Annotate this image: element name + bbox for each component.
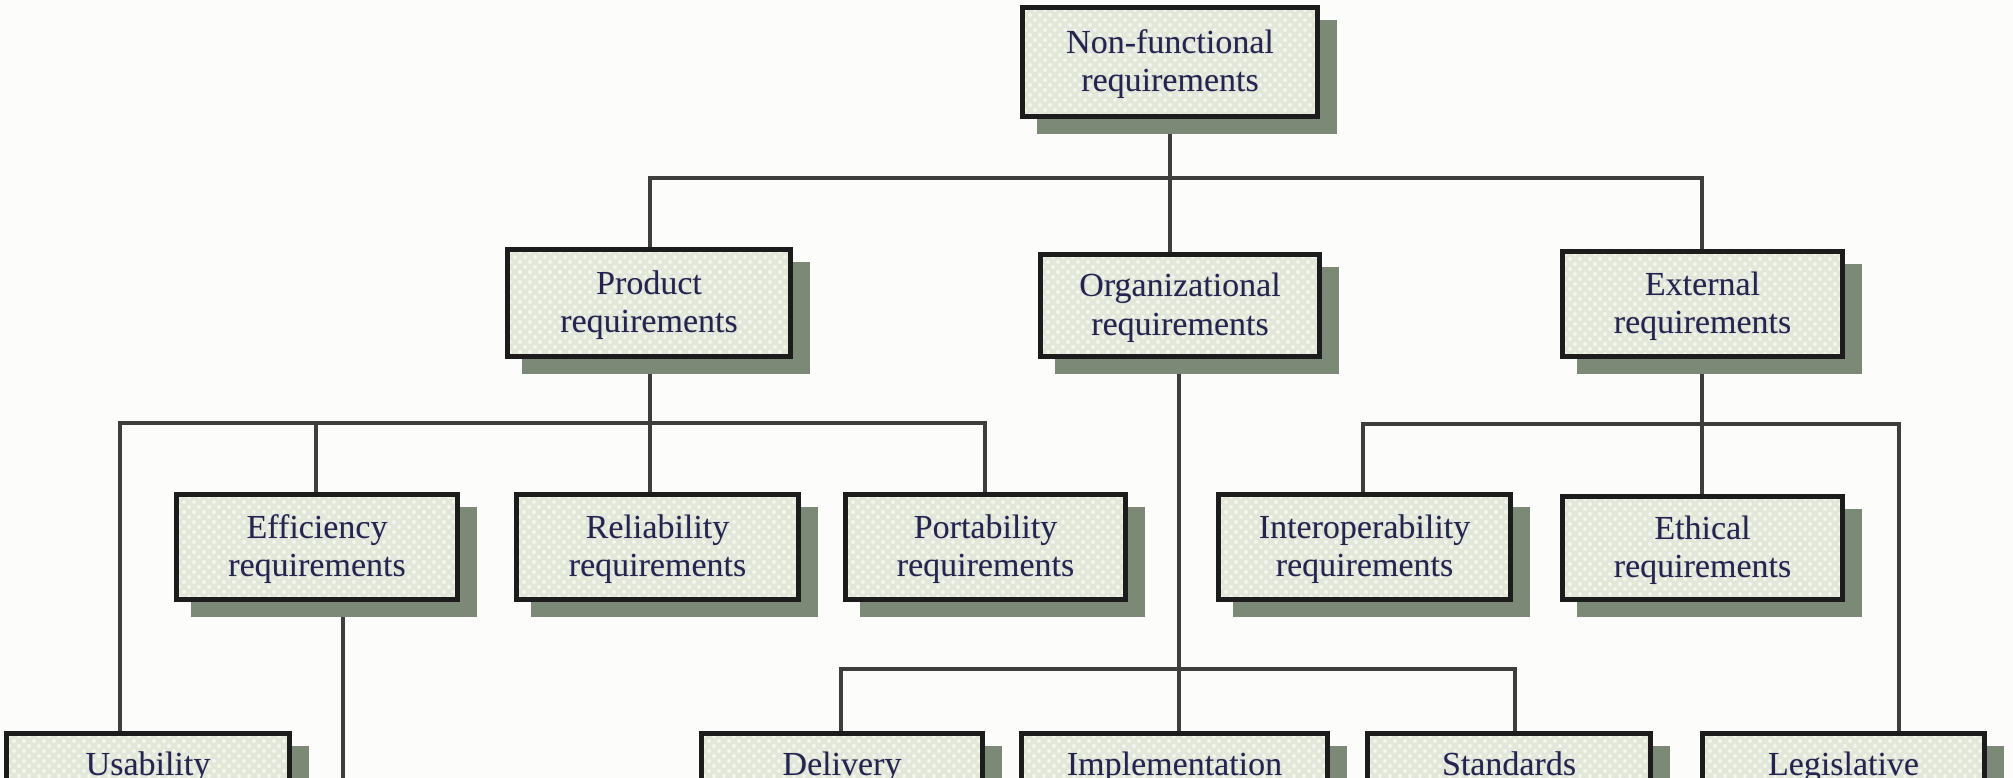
node-delivery-requirements: Delivery	[699, 731, 985, 778]
node-usability-requirements: Usability	[4, 731, 292, 778]
node-legislative-requirements: Legislative	[1700, 731, 1987, 778]
node-portability-requirements: Portability requirements	[843, 492, 1128, 602]
node-product-requirements: Product requirements	[505, 247, 793, 359]
node-reliability-requirements: Reliability requirements	[514, 492, 801, 602]
node-external-requirements: External requirements	[1560, 249, 1845, 359]
node-standards-requirements: Standards	[1365, 731, 1653, 778]
node-organizational-requirements: Organizational requirements	[1038, 252, 1322, 359]
node-efficiency-requirements: Efficiency requirements	[174, 492, 460, 602]
node-ethical-requirements: Ethical requirements	[1560, 494, 1845, 602]
node-implementation-requirements: Implementation	[1019, 731, 1330, 778]
node-non-functional-requirements: Non-functional requirements	[1020, 5, 1320, 119]
node-interoperability-requirements: Interoperability requirements	[1216, 492, 1513, 602]
